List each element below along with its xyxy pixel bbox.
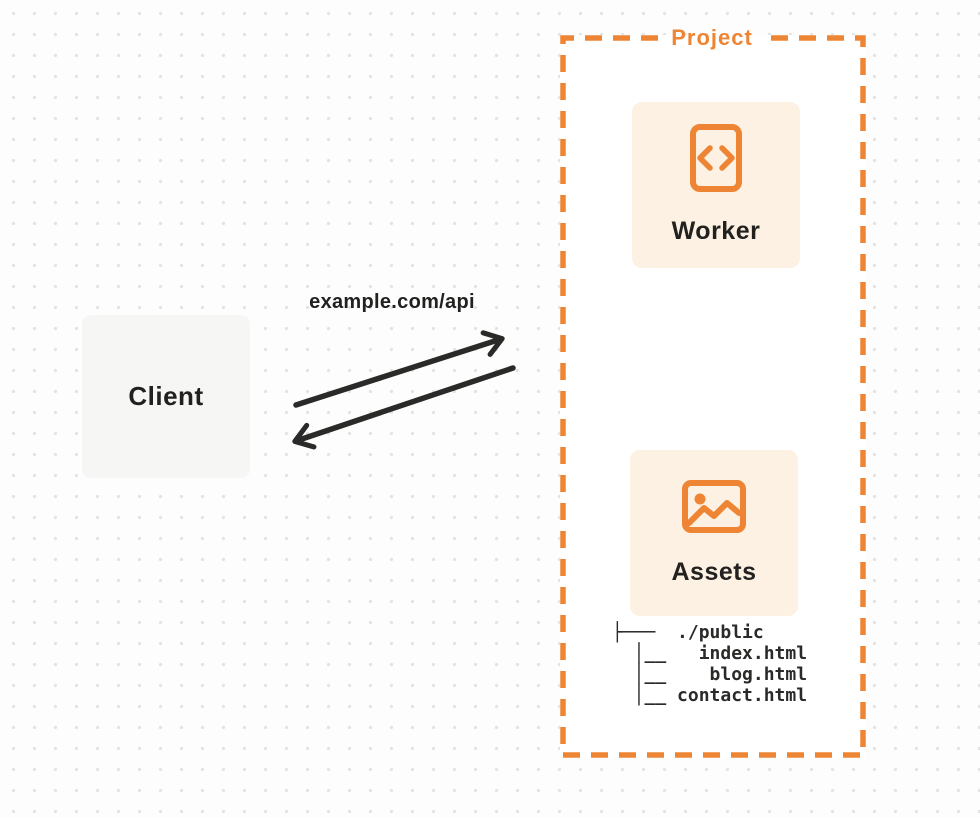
code-file-icon — [690, 124, 742, 197]
client-label: Client — [128, 381, 204, 411]
tree-line-index: │__ index.html — [612, 643, 808, 664]
assets-node: Assets — [630, 450, 798, 616]
worker-label: Worker — [671, 217, 761, 245]
request-arrow — [293, 330, 505, 408]
client-node: Client — [82, 315, 250, 478]
response-arrow — [292, 365, 516, 450]
assets-file-tree: ├─── ./public │__ index.html │__ blog.ht… — [612, 622, 807, 706]
tree-line-contact: │__ contact.html — [612, 685, 808, 706]
request-url-label: example.com/api — [309, 291, 475, 313]
assets-label: Assets — [671, 557, 757, 586]
tree-line-blog: │__ blog.html — [612, 664, 808, 685]
project-title: Project — [671, 25, 753, 50]
tree-line-public: ├─── ./public — [612, 622, 764, 643]
worker-node: Worker — [632, 102, 800, 268]
image-icon — [682, 479, 746, 538]
